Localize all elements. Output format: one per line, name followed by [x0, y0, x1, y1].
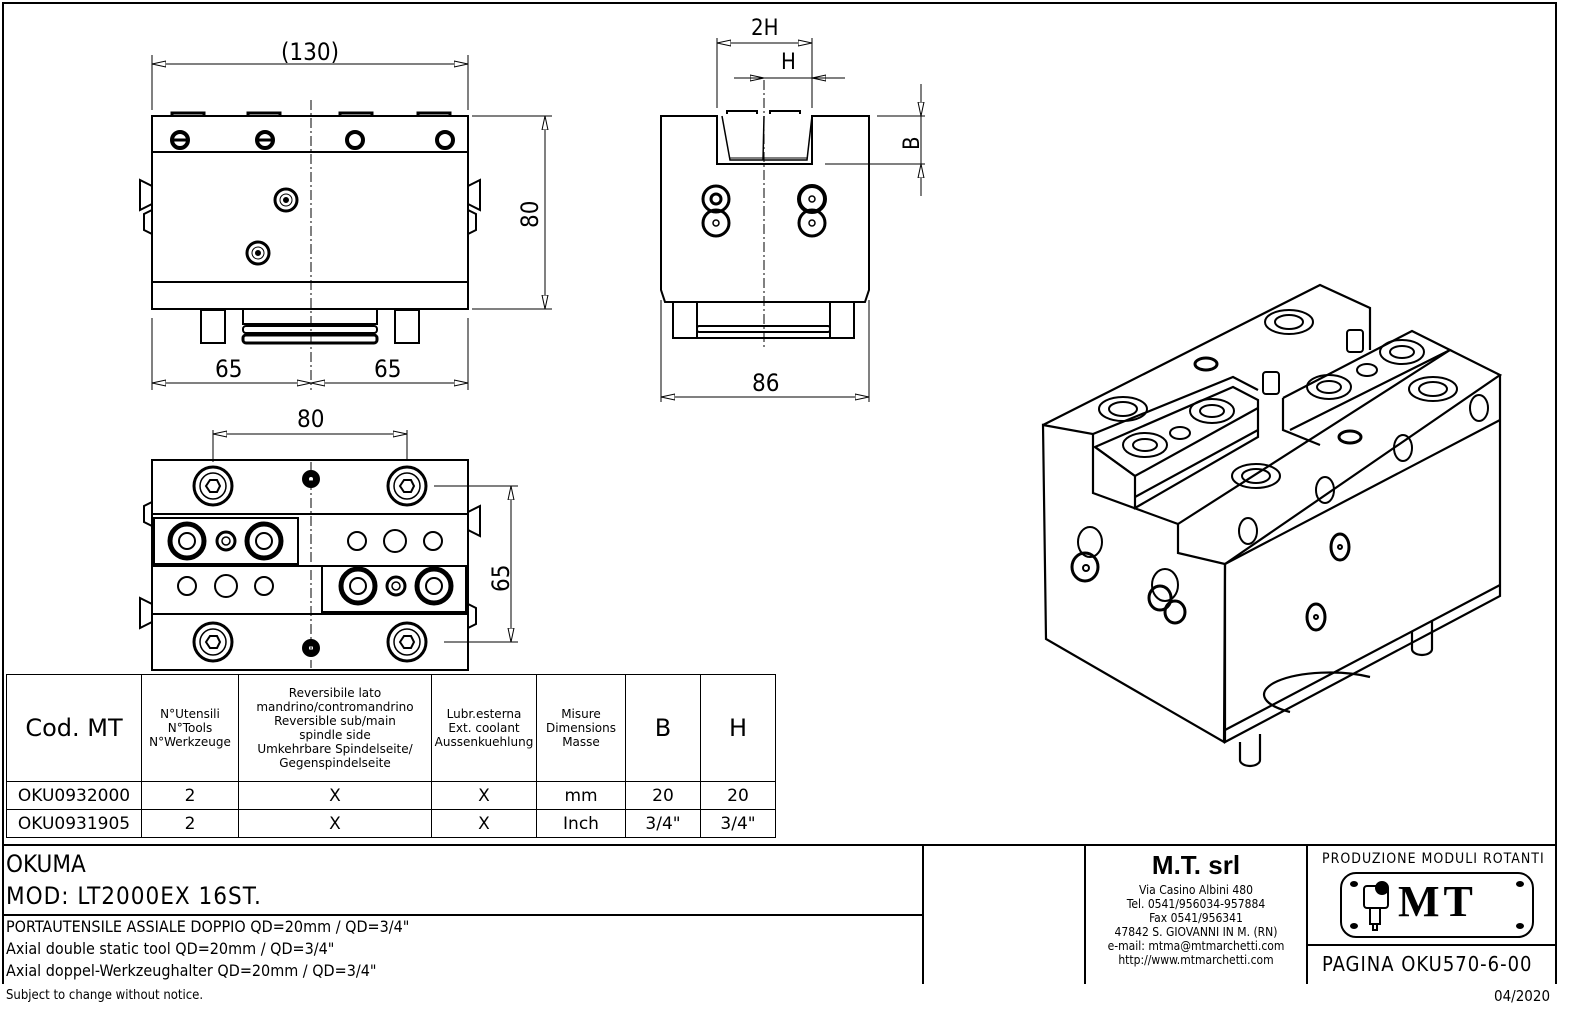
logo-cell: PRODUZIONE MODULI ROTANTI MT PAGINA OKU5…	[1308, 846, 1557, 984]
dim-left-65: 65	[215, 355, 243, 383]
dim-b: B	[900, 136, 925, 150]
header-reversible: Reversibile lato mandrino/contromandrino…	[238, 674, 432, 782]
cell-units: mm	[536, 781, 626, 810]
dim-right-65: 65	[374, 355, 402, 383]
top-view	[139, 430, 518, 671]
dim-bolt-vertical-65: 65	[487, 564, 515, 592]
mt-logo-graphic	[1350, 881, 1524, 931]
machine-brand: OKUMA	[6, 850, 86, 878]
cell-coolant: X	[431, 781, 537, 810]
disclaimer: Subject to change without notice.	[6, 988, 204, 1003]
header-b: B	[625, 674, 701, 782]
description-it: PORTAUTENSILE ASSIALE DOPPIO QD=20mm / Q…	[6, 917, 410, 936]
title-description-cell: OKUMA MOD: LT2000EX 16ST. PORTAUTENSILE …	[2, 846, 924, 984]
cell-reversible: X	[238, 809, 432, 838]
company-tel: Tel. 0541/956034-957884	[1126, 897, 1266, 911]
drawing-frame	[2, 2, 1557, 984]
rotating-module-icon	[1363, 881, 1389, 931]
cell-code: OKU0932000	[6, 781, 142, 810]
company-website[interactable]: http://www.mtmarchetti.com	[1118, 953, 1274, 967]
description-de: Axial doppel-Werkzeughalter QD=20mm / QD…	[6, 961, 377, 980]
company-email[interactable]: e-mail: mtma@mtmarchetti.com	[1107, 939, 1285, 953]
divider	[2, 914, 922, 916]
title-block: OKUMA MOD: LT2000EX 16ST. PORTAUTENSILE …	[2, 844, 1557, 984]
isometric-view	[1041, 283, 1503, 768]
header-h: H	[700, 674, 776, 782]
table-row: OKU0932000 2 X X mm 20 20	[6, 781, 776, 810]
front-view	[139, 55, 552, 390]
cell-h: 20	[700, 781, 776, 810]
company-city: 47842 S. GIOVANNI IN M. (RN)	[1114, 925, 1278, 939]
company-cell: M.T. srl Via Casino Albini 480 Tel. 0541…	[1086, 846, 1308, 984]
company-name: M.T. srl	[1151, 850, 1241, 880]
divider	[1308, 944, 1557, 946]
dim-h: H	[781, 50, 796, 75]
side-view	[660, 38, 925, 402]
header-coolant: Lubr.esterna Ext. coolant Aussenkuehlung	[431, 674, 537, 782]
production-label: PRODUZIONE MODULI ROTANTI	[1322, 851, 1545, 867]
table-row: OKU0931905 2 X X Inch 3/4" 3/4"	[6, 809, 776, 838]
dim-86: 86	[752, 369, 780, 397]
mt-logo: MT	[1340, 872, 1534, 938]
cell-b: 20	[625, 781, 701, 810]
spec-table-header: Cod. MT N°Utensili N°Tools N°Werkzeuge R…	[6, 674, 776, 782]
revision-date: 04/2020	[1494, 987, 1551, 1005]
dim-bolt-spacing-80: 80	[297, 405, 325, 433]
logo-text: MT	[1398, 877, 1477, 926]
description-en: Axial double static tool QD=20mm / QD=3/…	[6, 939, 335, 958]
company-address: Via Casino Albini 480	[1139, 883, 1253, 897]
header-tools: N°Utensili N°Tools N°Werkzeuge	[141, 674, 239, 782]
cell-b: 3/4"	[625, 809, 701, 838]
cell-tools: 2	[141, 781, 239, 810]
blank-cell	[924, 846, 1086, 984]
dim-height-80: 80	[516, 200, 544, 228]
cell-coolant: X	[431, 809, 537, 838]
cell-reversible: X	[238, 781, 432, 810]
company-fax: Fax 0541/956341	[1149, 911, 1243, 925]
cell-code: OKU0931905	[6, 809, 142, 838]
machine-model: MOD: LT2000EX 16ST.	[6, 882, 262, 910]
cell-tools: 2	[141, 809, 239, 838]
cell-units: Inch	[536, 809, 626, 838]
spec-table: Cod. MT N°Utensili N°Tools N°Werkzeuge R…	[6, 674, 776, 838]
cell-h: 3/4"	[700, 809, 776, 838]
dim-overall-width: (130)	[281, 38, 340, 66]
page-number: PAGINA OKU570-6-00	[1322, 952, 1533, 976]
dim-2h: 2H	[751, 16, 779, 41]
header-dimensions: Misure Dimensions Masse	[536, 674, 626, 782]
header-code: Cod. MT	[6, 674, 142, 782]
